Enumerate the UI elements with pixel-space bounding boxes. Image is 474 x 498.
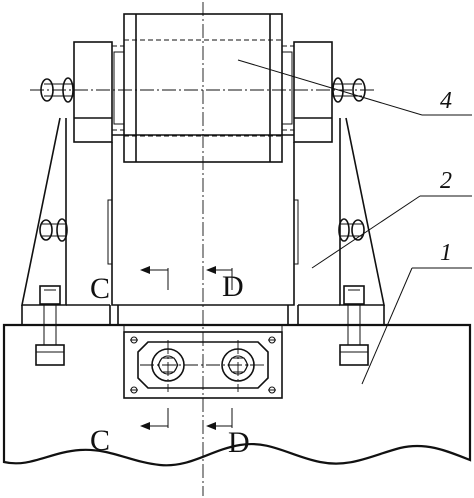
roller-cylinder xyxy=(112,13,294,163)
section-marker-d-bottom xyxy=(206,408,233,430)
section-marker-d-top xyxy=(206,266,233,290)
part-number-2: 2 xyxy=(440,168,452,194)
leader-part-2 xyxy=(311,195,472,269)
leader-part-4 xyxy=(237,59,472,116)
leader-part-1 xyxy=(361,267,472,385)
left-mid-bolt xyxy=(39,218,68,242)
section-label-d-top: D xyxy=(222,270,244,303)
right-anchor-bolt xyxy=(339,285,369,366)
part-number-1: 1 xyxy=(440,240,452,266)
left-top-plate xyxy=(73,41,113,143)
left-anchor-bolt xyxy=(35,285,65,366)
part-number-4: 4 xyxy=(440,88,452,114)
base-block xyxy=(2,323,472,467)
section-label-d-bottom: D xyxy=(228,426,250,459)
center-lines xyxy=(30,2,376,496)
section-marker-c-top xyxy=(140,266,169,290)
section-label-c-top: C xyxy=(90,272,110,305)
right-mid-bolt xyxy=(338,218,365,242)
right-top-plate xyxy=(293,41,333,143)
right-side-bracket xyxy=(297,117,385,325)
section-label-c-bottom: C xyxy=(90,424,110,457)
section-marker-c-bottom xyxy=(140,408,169,430)
